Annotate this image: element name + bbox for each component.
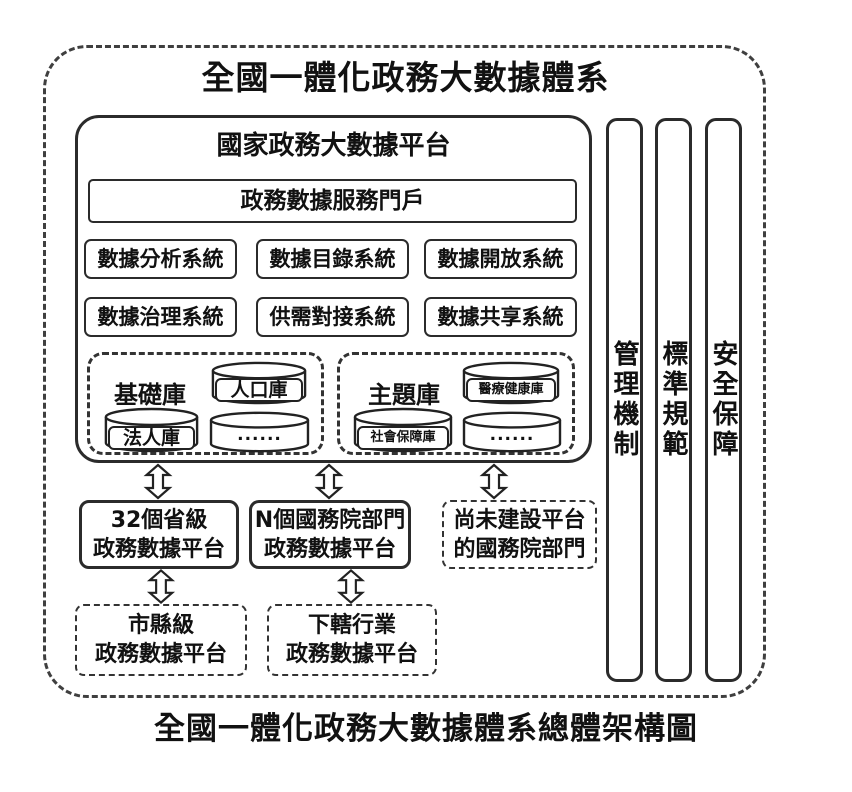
legal-entity-db-cylinder: 法人庫 [104,407,199,453]
cylinder-icon [209,411,310,453]
double-arrow-icon [143,463,173,500]
system-box-supply-demand: 供需對接系統 [256,297,409,337]
system-box-data-catalog: 數據目錄系統 [256,239,409,279]
diagram-title: 全國一體化政務大數據體系 [201,58,610,97]
cylinder-icon [462,411,562,453]
provincial-platforms-line2: 政務數據平台 [92,536,225,562]
provincial-platforms-box: 32個省級 政務數據平台 [79,500,239,569]
standards-norms-bar: 標準規範 [655,118,692,682]
state-council-platforms-line2: 政務數據平台 [263,536,396,562]
theme-other-db-label: ...... [489,425,535,445]
social-security-db-cylinder: 社會保障庫 [353,407,453,453]
no-platform-departments-line2: 的國務院部門 [453,536,586,562]
theme-other-db-cylinder: ...... [462,411,562,453]
theme-library-group: 主題庫 醫療健康庫 社會保障庫 ...... [337,352,575,455]
no-platform-departments-line1: 尚未建設平台 [453,507,586,533]
medical-health-db-label: 醫療健康庫 [466,378,556,402]
system-box-data-opening: 數據開放系統 [424,239,577,279]
security-assurance-bar: 安全保障 [705,118,742,682]
base-library-group: 基礎庫 人口庫 法人庫 ...... [87,352,324,455]
subordinate-industry-platforms-box: 下轄行業 政務數據平台 [267,604,437,676]
security-assurance-label: 安全保障 [708,340,738,460]
data-service-portal-box: 政務數據服務門戶 [88,179,577,223]
double-arrow-icon [336,569,366,604]
base-other-db-label: ...... [237,425,282,445]
state-council-platforms-line1: N個國務院部門 [254,507,406,533]
diagram-caption: 全國一體化政務大數據體系總體架構圖 [154,711,698,747]
social-security-db-label: 社會保障庫 [357,426,449,450]
subordinate-industry-platforms-line1: 下轄行業 [307,613,396,638]
population-db-label: 人口庫 [215,378,303,402]
management-mechanism-label: 管理機制 [609,340,639,460]
city-county-platforms-box: 市縣級 政務數據平台 [75,604,247,676]
double-arrow-icon [314,463,344,500]
state-council-platforms-box: N個國務院部門 政務數據平台 [249,500,411,569]
provincial-platforms-line1: 32個省級 [110,507,208,533]
system-box-data-sharing: 數據共享系統 [424,297,577,337]
legal-entity-db-label: 法人庫 [108,426,195,450]
system-box-data-governance: 數據治理系統 [84,297,237,337]
no-platform-departments-box: 尚未建設平台 的國務院部門 [442,500,597,569]
double-arrow-icon [146,569,176,604]
base-other-db-cylinder: ...... [209,411,310,453]
system-box-data-analysis: 數據分析系統 [84,239,237,279]
base-library-label: 基礎庫 [114,381,186,409]
city-county-platforms-line2: 政務數據平台 [94,642,227,667]
medical-health-db-cylinder: 醫療健康庫 [462,361,560,405]
theme-library-label: 主題庫 [368,381,440,409]
population-db-cylinder: 人口庫 [211,361,307,405]
management-mechanism-bar: 管理機制 [606,118,643,682]
subordinate-industry-platforms-line2: 政務數據平台 [285,642,418,667]
city-county-platforms-line1: 市縣級 [127,613,194,638]
standards-norms-label: 標準規範 [658,340,688,460]
national-platform-title: 國家政務大數據平台 [216,131,451,161]
double-arrow-icon [479,463,509,500]
